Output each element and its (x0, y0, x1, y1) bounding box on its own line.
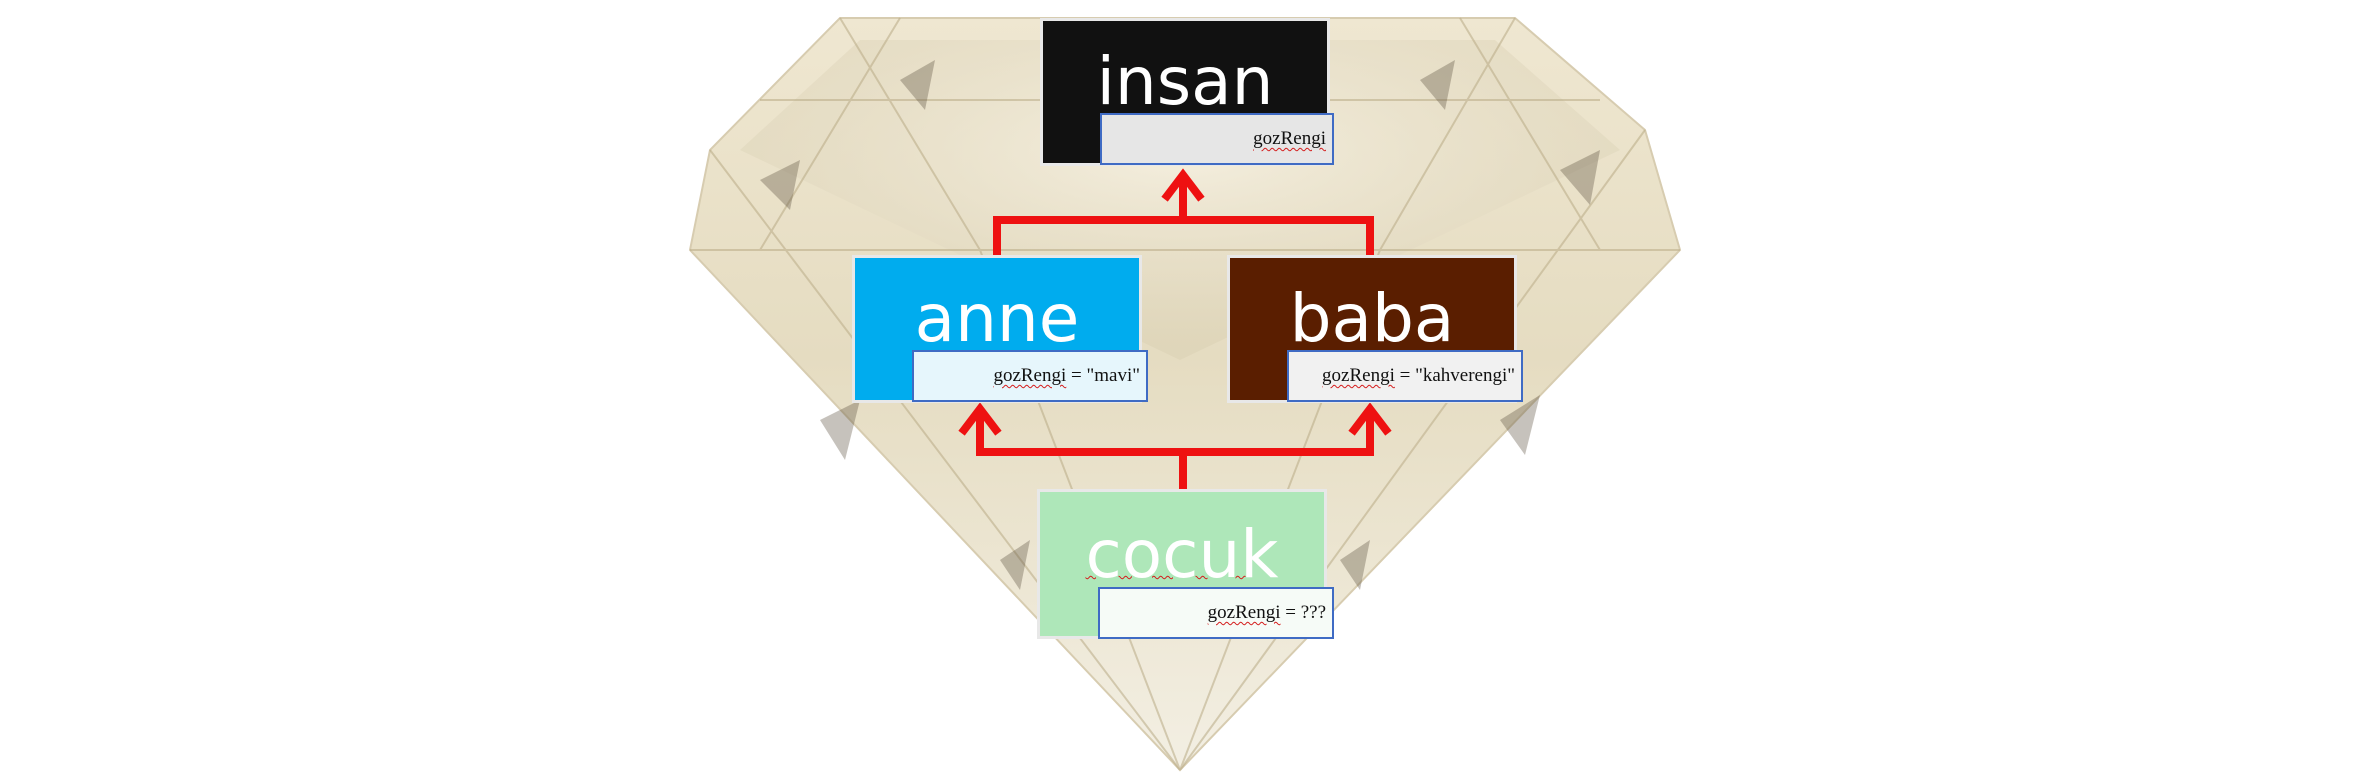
node-insan-title: insan (1096, 43, 1274, 120)
connector-cocuk-to-parents (976, 408, 1187, 494)
node-baba-attribute-name: gozRengi (1322, 365, 1395, 386)
node-anne-attribute: gozRengi = "mavi" (912, 350, 1148, 402)
connector-cocuk-to-baba (1179, 408, 1374, 456)
node-cocuk-attribute: gozRengi = ??? (1098, 587, 1334, 639)
node-anne-title: anne (914, 280, 1080, 357)
arrowhead-insan (1161, 168, 1205, 202)
arrowhead-baba (1348, 402, 1392, 436)
node-insan-attribute: gozRengi (1100, 113, 1334, 165)
node-baba-attribute: gozRengi = "kahverengi" (1287, 350, 1523, 402)
node-cocuk-attribute-name: gozRengi (1207, 602, 1281, 623)
connector-parents-to-insan (993, 216, 1374, 259)
node-anne-attribute-name: gozRengi (993, 365, 1067, 386)
diamond-facets (690, 17, 1680, 771)
node-cocuk-title-text: cocuk (1085, 516, 1279, 593)
node-anne-attribute-value: = "mavi" (1066, 365, 1140, 386)
arrowhead-anne (958, 402, 1002, 436)
node-cocuk-attribute-value: = ??? (1280, 602, 1326, 623)
node-cocuk-title: cocuk (1040, 522, 1324, 588)
node-insan-attribute-name: gozRengi (1253, 128, 1326, 149)
node-baba-title: baba (1289, 280, 1455, 357)
node-baba-attribute-value: = "kahverengi" (1394, 365, 1515, 386)
diamond-sparkles (760, 60, 1600, 590)
